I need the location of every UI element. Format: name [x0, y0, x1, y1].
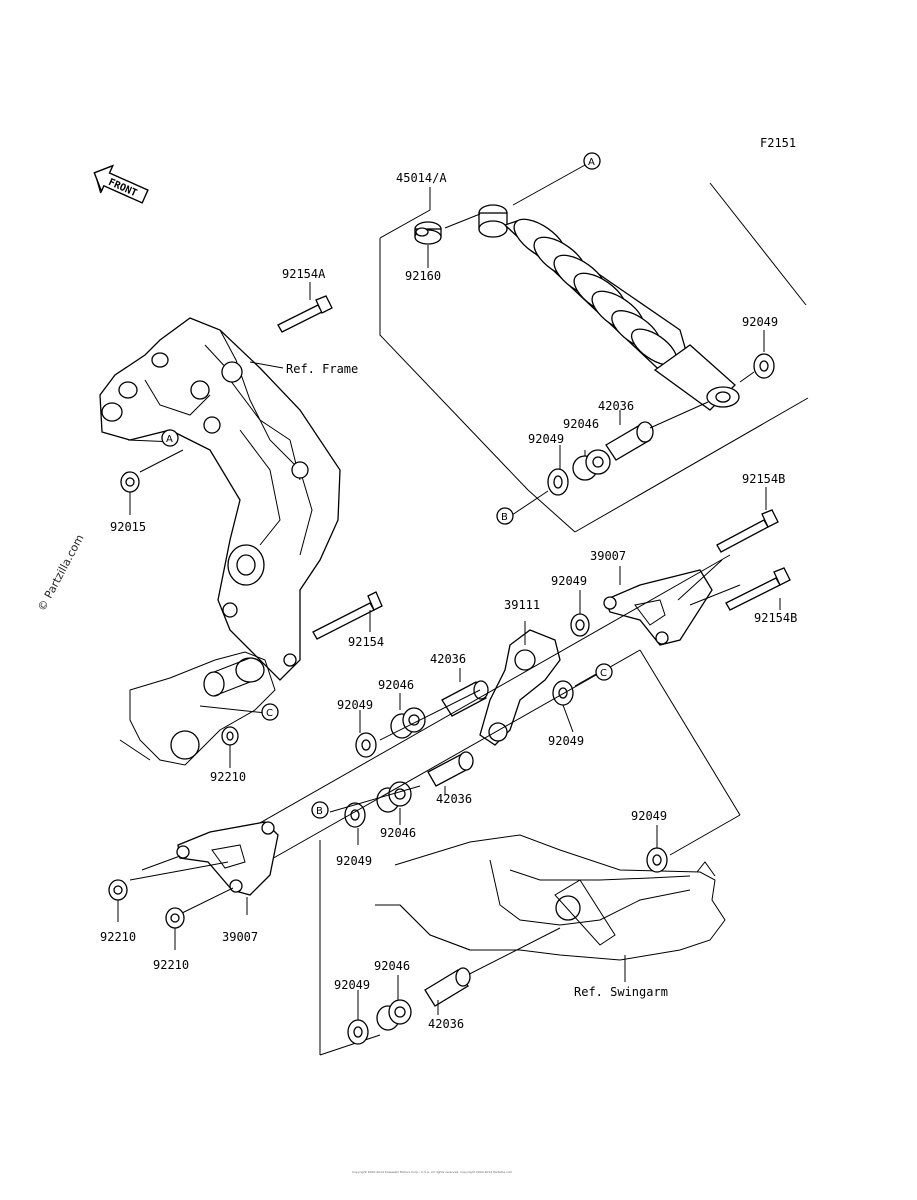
nut-92210-bottom	[165, 907, 185, 950]
circle-marker-b-mid: B	[311, 801, 329, 819]
sleeve-42036-mid	[441, 668, 489, 717]
tie-rod-39007-right	[603, 566, 713, 646]
part-45014A: 45014/A	[396, 171, 447, 185]
circle-marker-b-shock: B	[496, 507, 514, 525]
tie-rod-39007-left	[129, 821, 279, 916]
part-92046-low: 92046	[380, 826, 416, 840]
washer-92049-shock-b	[511, 468, 569, 516]
part-42036-low: 42036	[436, 792, 472, 806]
washer-92049-left	[355, 732, 377, 758]
ref-frame-label: Ref. Frame	[286, 362, 358, 376]
front-label: FRONT	[107, 177, 139, 199]
lower-frame-left	[119, 651, 276, 766]
bolt-92154A	[277, 282, 333, 333]
part-92049-r1: 92049	[551, 574, 587, 588]
nut-92015	[120, 471, 140, 515]
ref-swingarm-label: Ref. Swingarm	[574, 985, 668, 999]
part-42036-mid: 42036	[430, 652, 466, 666]
collar-92046-shock	[572, 449, 611, 481]
part-92049-bottom: 92049	[334, 978, 370, 992]
front-arrow-icon: FRONT	[93, 164, 149, 204]
part-39007-left: 39007	[222, 930, 258, 944]
washer-92049-swing	[646, 847, 668, 873]
sleeve-42036-bottom	[424, 967, 471, 1015]
bolt-92154B-top	[716, 487, 779, 553]
part-92046-shock: 92046	[563, 417, 599, 431]
part-92154B-right: 92154B	[754, 611, 797, 625]
circle-marker-a-top: A	[583, 152, 601, 170]
nut-92210-left	[108, 879, 128, 922]
svg-text:C: C	[266, 708, 273, 719]
copyright-text: Copyright 2000-2014 Kawasaki Motors Corp…	[352, 1170, 512, 1174]
shock-group-outline	[379, 164, 809, 533]
svg-text:A: A	[166, 434, 173, 445]
rocker-arm-39111	[479, 621, 561, 746]
part-92049-shock-b: 92049	[528, 432, 564, 446]
shock-absorber	[478, 204, 740, 411]
figure-code: F2151	[760, 136, 796, 150]
circle-marker-a-frame: A	[161, 429, 179, 447]
part-92049-swing: 92049	[631, 809, 667, 823]
part-92154: 92154	[348, 635, 384, 649]
part-39007-right: 39007	[590, 549, 626, 563]
swingarm	[375, 834, 726, 982]
bushing-92160	[414, 213, 481, 245]
washer-92049-bottom	[347, 1019, 369, 1045]
part-92049-low: 92049	[336, 854, 372, 868]
svg-text:B: B	[316, 806, 323, 817]
bolt-92154	[312, 591, 383, 640]
bolt-92154B-right	[725, 567, 791, 611]
svg-text:C: C	[600, 668, 607, 679]
sleeve-42036-low	[427, 751, 474, 787]
part-92210-bottom: 92210	[153, 958, 189, 972]
part-42036-shock: 42036	[598, 399, 634, 413]
part-92049-left: 92049	[337, 698, 373, 712]
part-92160: 92160	[405, 269, 441, 283]
part-92210-top: 92210	[210, 770, 246, 784]
sleeve-42036-shock	[605, 401, 709, 461]
part-92015: 92015	[110, 520, 146, 534]
part-92154A: 92154A	[282, 267, 326, 281]
washer-92049-right-c	[552, 673, 597, 733]
watermark: © Partzilla.com	[35, 532, 86, 613]
part-92049-shock: 92049	[742, 315, 778, 329]
part-92210-left: 92210	[100, 930, 136, 944]
part-42036-bottom: 42036	[428, 1017, 464, 1031]
washer-92049-right	[570, 613, 590, 637]
collar-92046-bottom	[376, 975, 412, 1031]
washer-92049-shock	[739, 353, 775, 383]
leader-lines	[357, 187, 765, 1020]
nut-92210-top	[221, 726, 239, 768]
part-39111: 39111	[504, 598, 540, 612]
svg-text:A: A	[588, 157, 595, 168]
part-92046-bottom: 92046	[374, 959, 410, 973]
part-92049-rc: 92049	[548, 734, 584, 748]
part-92154B-top: 92154B	[742, 472, 785, 486]
frame	[99, 317, 341, 681]
collar-92046-mid	[390, 707, 426, 739]
circle-marker-c-left: C	[261, 703, 279, 721]
svg-text:B: B	[501, 512, 508, 523]
circle-marker-c-right: C	[595, 663, 613, 681]
part-92046-mid: 92046	[378, 678, 414, 692]
